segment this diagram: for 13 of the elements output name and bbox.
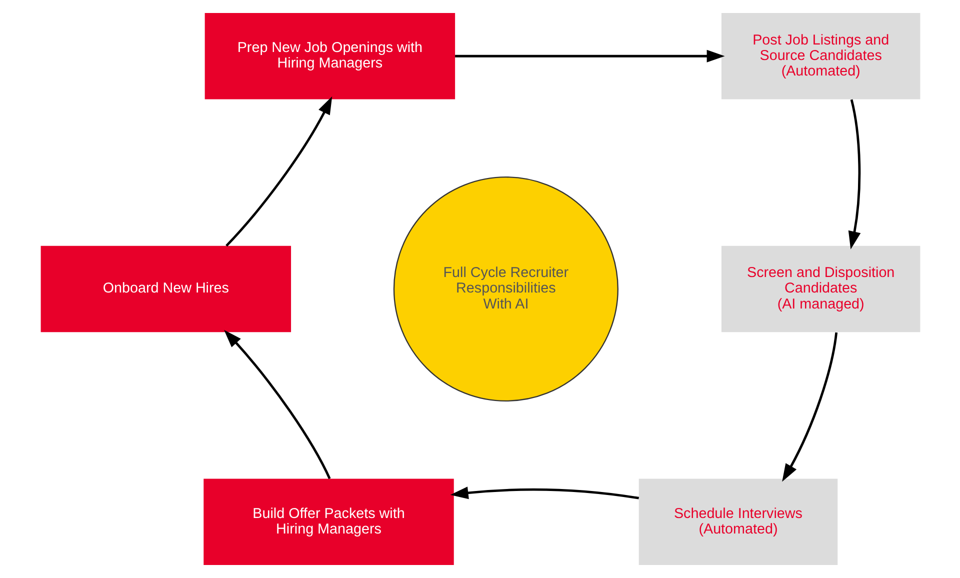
node-box: Onboard New Hires: [40, 246, 291, 332]
arrow: [450, 486, 638, 500]
arrow: [225, 96, 332, 247]
node-box: Post Job Listings and Source Candidates (Automated): [720, 13, 920, 100]
arrow: [454, 50, 724, 62]
arrow: [848, 99, 860, 250]
node-circle: Full Cycle Recruiter Responsibilities With AI: [392, 176, 618, 402]
node-box: Screen and Disposition Candidates (AI managed): [720, 246, 920, 332]
arrow: [223, 330, 330, 480]
node-box: Prep New Job Openings with Hiring Managers: [204, 13, 455, 100]
node-box: Schedule Interviews (Automated): [638, 478, 838, 565]
node-box: Build Offer Packets with Hiring Managers: [203, 478, 454, 565]
arrow: [782, 332, 838, 482]
